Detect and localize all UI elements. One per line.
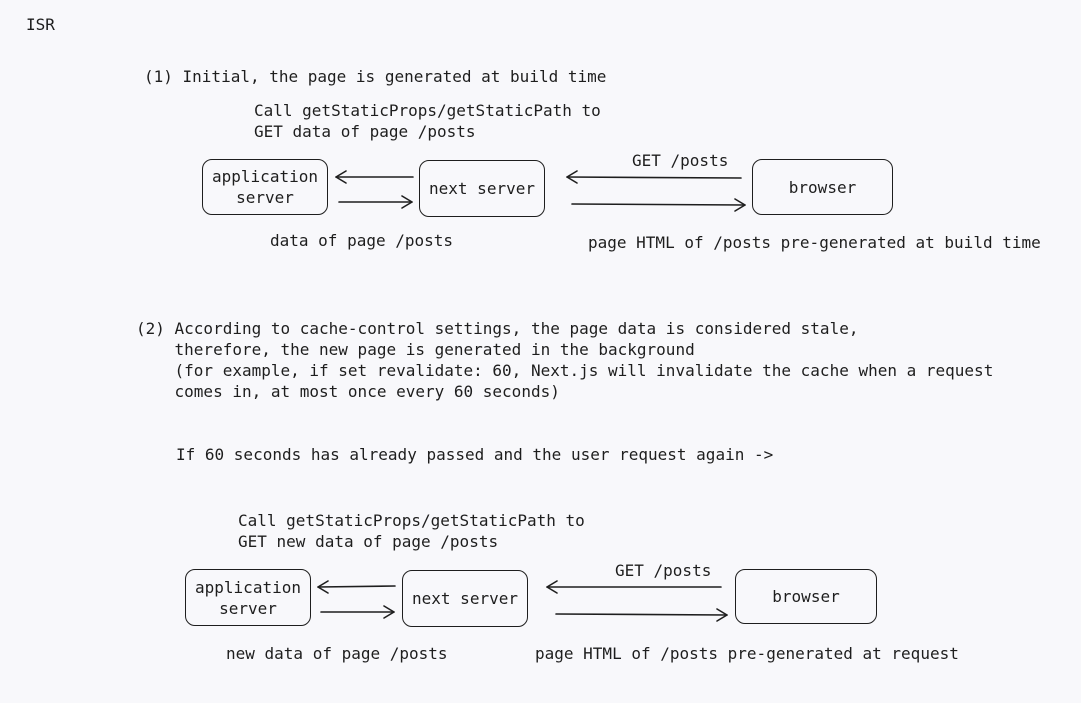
section1-arrow-next-to-app: [335, 170, 414, 184]
section2-next-server-box: next server: [402, 570, 528, 627]
section2-application-server-box: application server: [185, 569, 311, 626]
section1-get-label: GET /posts: [632, 151, 729, 170]
section1-next-server-label: next server: [429, 179, 535, 198]
section2-browser-box: browser: [735, 569, 877, 624]
diagram-title: ISR: [26, 15, 55, 34]
section1-arrow-browser-to-next: [566, 170, 742, 184]
section2-data-label: new data of page /posts: [226, 644, 448, 663]
section1-next-server-box: next server: [419, 160, 545, 217]
section2-arrow-next-to-app: [317, 580, 396, 594]
section2-note: Call getStaticProps/getStaticPath to GET…: [238, 511, 585, 551]
section2-next-server-label: next server: [412, 589, 518, 608]
section2-get-label: GET /posts: [615, 561, 712, 580]
section1-browser-label: browser: [788, 177, 857, 197]
section1-browser-box: browser: [752, 159, 893, 215]
section1-application-server-box: application server: [202, 159, 328, 215]
section1-arrow-next-to-browser: [571, 198, 746, 212]
section1-arrow-app-to-next: [338, 195, 413, 209]
section2-browser-label: browser: [772, 587, 840, 606]
section1-application-server-label: application server: [212, 167, 318, 207]
section2-html-label: page HTML of /posts pre-generated at req…: [535, 644, 959, 663]
section2-arrow-app-to-next: [320, 605, 395, 619]
section1-heading: (1) Initial, the page is generated at bu…: [144, 67, 607, 86]
section2-arrow-browser-to-next: [546, 580, 722, 594]
section1-data-label: data of page /posts: [270, 231, 454, 250]
section1-note: Call getStaticProps/getStaticPath to GET…: [254, 101, 601, 141]
section2-arrow-next-to-browser: [555, 608, 728, 622]
section1-html-label: page HTML of /posts pre-generated at bui…: [588, 233, 1041, 252]
section2-heading: (2) According to cache-control settings,…: [136, 319, 994, 401]
section2-application-server-label: application server: [195, 577, 301, 618]
section2-condition: If 60 seconds has already passed and the…: [176, 445, 774, 464]
